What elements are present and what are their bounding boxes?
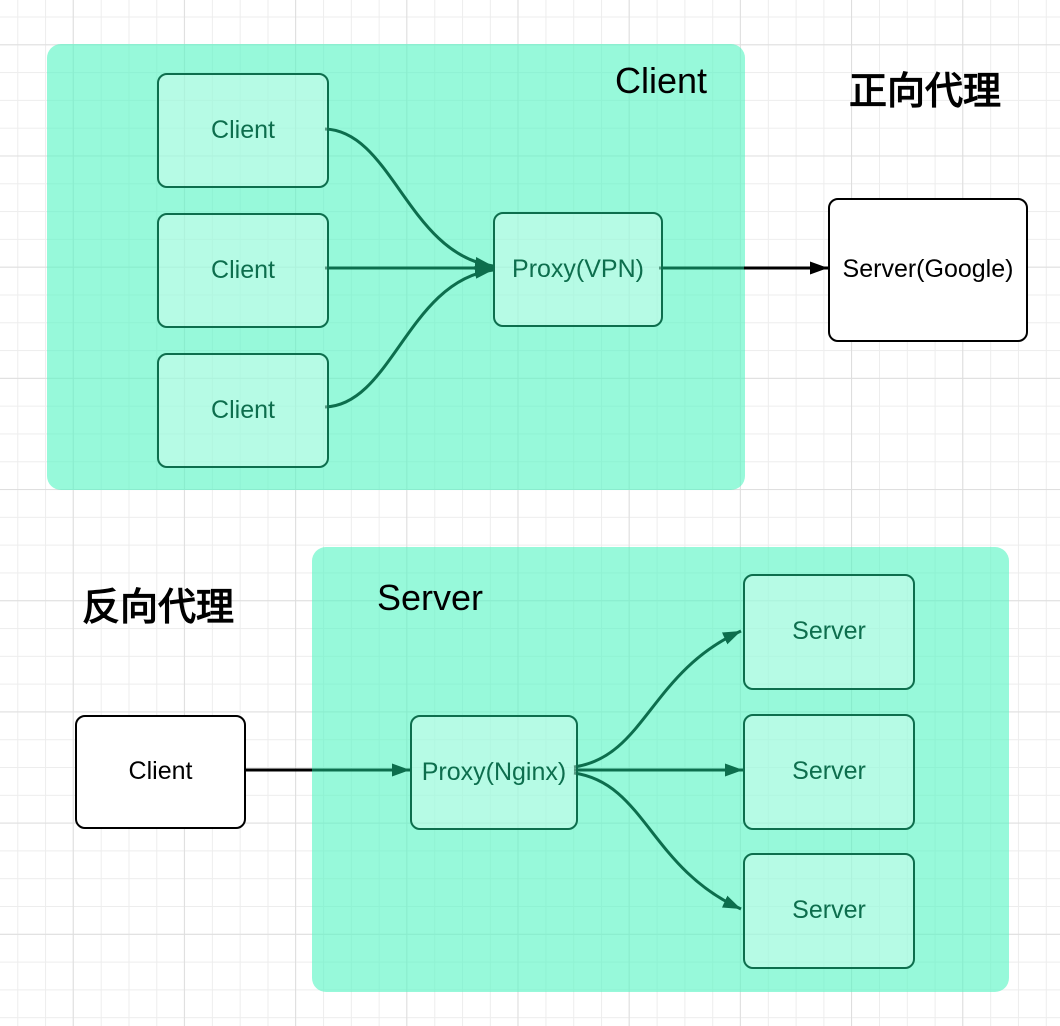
node-client-2-label: Client <box>211 255 275 284</box>
node-server-1-label: Server <box>792 617 866 646</box>
node-client-3: Client <box>157 353 329 468</box>
node-proxy-nginx-label: Proxy(Nginx) <box>421 757 567 786</box>
node-server-2-label: Server <box>792 757 866 786</box>
client-group-title: Client <box>614 60 708 101</box>
node-proxy-nginx: Proxy(Nginx) <box>410 715 578 830</box>
node-client-bottom-label: Client <box>128 757 193 786</box>
node-client-bottom: Client <box>75 715 246 829</box>
node-client-2: Client <box>157 213 329 328</box>
node-server-3-label: Server <box>792 896 866 925</box>
server-group-title: Server <box>376 577 484 618</box>
node-client-1: Client <box>157 73 329 188</box>
node-proxy-vpn-label: Proxy(VPN) <box>512 254 644 283</box>
node-proxy-vpn: Proxy(VPN) <box>493 212 663 327</box>
node-server-3: Server <box>743 853 915 969</box>
node-server-1: Server <box>743 574 915 690</box>
reverse-proxy-title: 反向代理 <box>81 587 234 629</box>
node-client-3-label: Client <box>211 395 275 424</box>
node-server-google-label: Server(Google) <box>842 255 1014 284</box>
node-server-2: Server <box>743 714 915 830</box>
node-server-google: Server(Google) <box>828 198 1028 342</box>
forward-proxy-title: 正向代理 <box>848 71 1001 113</box>
node-client-1-label: Client <box>211 115 275 144</box>
